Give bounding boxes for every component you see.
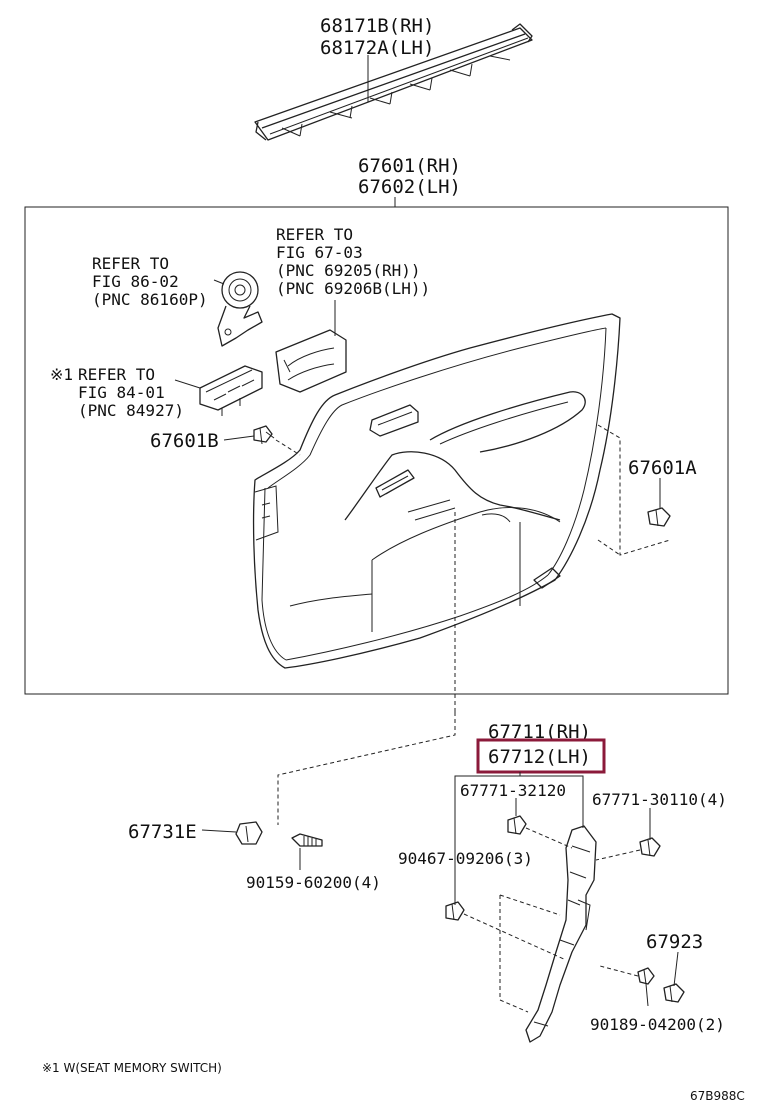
clip-67601a <box>647 507 671 527</box>
seat-memory-switch <box>199 365 263 416</box>
panel-bracket-leader-right <box>520 775 584 828</box>
refer-67-line2: FIG 67-03 <box>276 243 363 262</box>
rail-lh-label: 68172A(LH) <box>320 37 434 59</box>
refer-67-line1: REFER TO <box>276 225 353 244</box>
inside-door-handle <box>275 329 347 393</box>
clip-32120-label: 67771-32120 <box>460 781 566 800</box>
clip-30110-dashline <box>595 849 641 861</box>
part-67731e-label: 67731E <box>128 821 197 843</box>
refer-84-line3: (PNC 84927) <box>78 401 184 420</box>
refer-67-line3: (PNC 69205(RH)) <box>276 261 421 280</box>
refer-84-mark: ※1 <box>50 365 73 384</box>
door-trim-board <box>252 313 621 669</box>
cap-67923 <box>663 983 685 1003</box>
tweeter-speaker <box>217 271 263 347</box>
clip-67601b <box>253 425 275 445</box>
screw-60200-label: 90159-60200(4) <box>246 873 381 892</box>
rail-rh-label: 68171B(RH) <box>320 15 434 37</box>
board-to-clip-dashline <box>277 512 456 825</box>
board-rh-label: 67601(RH) <box>358 155 461 177</box>
belt-moulding-rail <box>254 23 533 141</box>
clip-67771-30110 <box>639 837 661 857</box>
screw-90189-04200 <box>637 967 655 985</box>
panel-lh-label: 67712(LH) <box>488 746 591 768</box>
clip-b-leader <box>223 435 255 441</box>
clip-90467-09206 <box>445 901 465 921</box>
clip-b-label: 67601B <box>150 430 219 452</box>
refer-86-line2: FIG 86-02 <box>92 272 179 291</box>
clip-30110-label: 67771-30110(4) <box>592 790 727 809</box>
panel-lh-highlight-box <box>476 738 606 774</box>
figure-code: 67B988C <box>690 1089 745 1103</box>
refer-86-line1: REFER TO <box>92 254 169 273</box>
refer-86-line3: (PNC 86160P) <box>92 290 208 309</box>
door-board-frame <box>24 206 729 695</box>
screw-04200-label: 90189-04200(2) <box>590 1015 725 1034</box>
clip-b-dashline <box>275 439 301 456</box>
refer-67-line4: (PNC 69206B(LH)) <box>276 279 430 298</box>
board-lh-label: 67602(LH) <box>358 176 461 198</box>
clip-09206-dashline <box>463 894 567 1013</box>
clip-67731e <box>235 821 263 845</box>
refer-84-line1: REFER TO <box>78 365 155 384</box>
footnote: ※1 W(SEAT MEMORY SWITCH) <box>42 1061 222 1075</box>
cap-67923-leader <box>673 951 679 987</box>
screw-04200-dashline <box>599 965 639 977</box>
clip-a-label: 67601A <box>628 457 697 479</box>
clip-67771-32120 <box>507 815 527 835</box>
screw-04200-leader <box>645 983 649 1007</box>
screw-90159-60200 <box>291 833 323 847</box>
speaker-leader <box>213 279 225 285</box>
clip-32120-dashline <box>525 827 573 849</box>
refer-84-line2: FIG 84-01 <box>78 383 165 402</box>
switch-leader <box>174 379 201 389</box>
panel-rh-label: 67711(RH) <box>488 721 591 743</box>
clip-09206-label: 90467-09206(3) <box>398 849 533 868</box>
lower-door-panel <box>525 825 597 1043</box>
part-67731e-leader <box>201 829 237 833</box>
panel-bracket-leader-left <box>454 772 521 905</box>
clip-a-dashline <box>597 424 671 556</box>
cap-67923-label: 67923 <box>646 931 703 953</box>
